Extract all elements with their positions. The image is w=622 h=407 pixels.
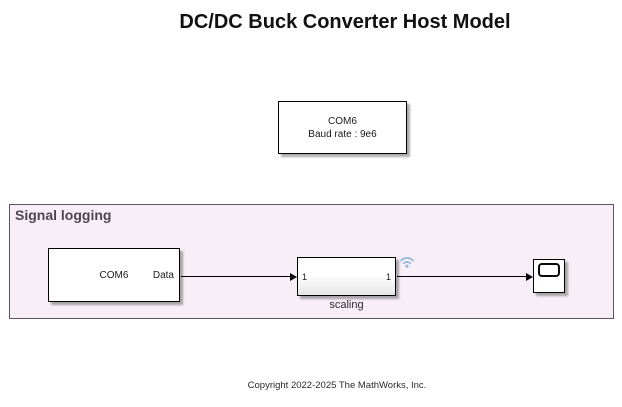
scaling-block-label: scaling bbox=[329, 299, 364, 311]
signal-logging-area-label: Signal logging bbox=[15, 207, 112, 223]
wire-receive-to-scaling[interactable] bbox=[181, 275, 292, 277]
wire-arrowhead-icon bbox=[526, 273, 533, 281]
serial-receive-block[interactable]: COM6 Data bbox=[48, 248, 180, 302]
host-serial-setup-line1: COM6 bbox=[328, 115, 357, 127]
scaling-output-port-label: 1 bbox=[385, 271, 391, 282]
copyright-annotation: Copyright 2022-2025 The MathWorks, Inc. bbox=[247, 380, 427, 391]
serial-receive-name: COM6 bbox=[99, 269, 129, 281]
host-serial-setup-block[interactable]: COM6 Baud rate : 9e6 bbox=[278, 101, 407, 154]
signal-logging-area[interactable]: Signal logging COM6 Data 1 1 scaling bbox=[9, 204, 614, 319]
host-serial-setup-line2: Baud rate : 9e6 bbox=[308, 128, 377, 140]
wire-scaling-to-scope[interactable] bbox=[397, 276, 528, 278]
scope-screen-icon bbox=[538, 263, 560, 277]
wire-arrowhead-icon bbox=[290, 272, 297, 281]
scaling-block[interactable]: 1 1 bbox=[297, 257, 396, 296]
serial-receive-data-port-label: Data bbox=[152, 269, 174, 281]
model-title: DC/DC Buck Converter Host Model bbox=[179, 11, 511, 33]
signal-streaming-wifi-icon[interactable] bbox=[398, 252, 416, 270]
scope-block[interactable] bbox=[533, 259, 565, 293]
scaling-input-port-label: 1 bbox=[302, 271, 308, 282]
